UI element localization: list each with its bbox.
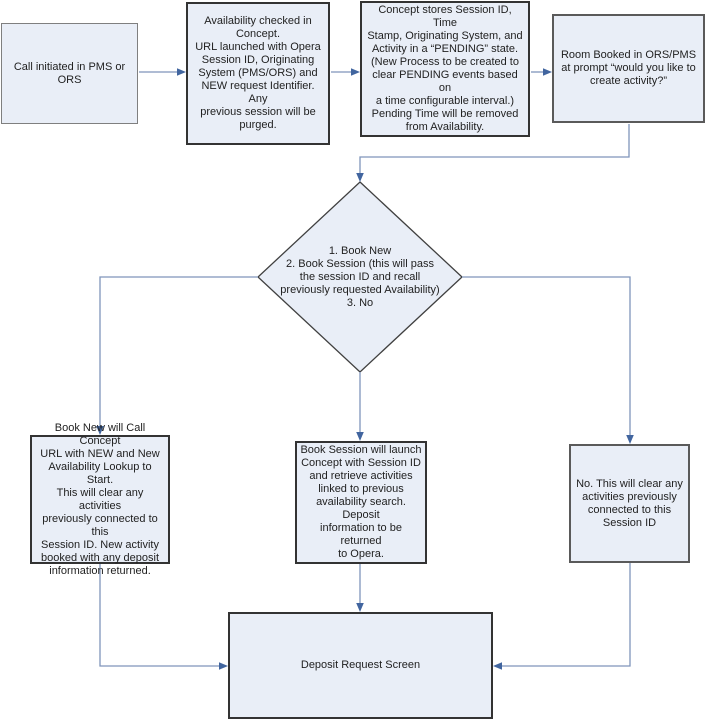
arrowhead-no-to-deposit: [493, 662, 502, 670]
connector-decision-to-book-new: [99, 276, 258, 426]
node-call-initiated: Call initiated in PMS or ORS: [1, 23, 138, 124]
node-availability-check-label: Availability checked in Concept. URL lau…: [195, 15, 321, 131]
arrowhead-concept-to-room: [543, 68, 552, 76]
arrowhead-decision-to-no: [626, 435, 634, 444]
arrowhead-book-session-to-deposit: [356, 603, 364, 612]
node-no-clear-label: No. This will clear any activities previ…: [576, 477, 683, 529]
arrowhead-call-to-availability: [177, 68, 186, 76]
node-deposit-request-label: Deposit Request Screen: [300, 659, 421, 671]
arrowhead-room-to-decision: [356, 173, 364, 182]
arrowhead-decision-to-book-session: [356, 432, 364, 441]
connector-room-to-decision: [359, 124, 630, 173]
arrowhead-availability-to-concept: [351, 68, 360, 76]
arrowhead-book-new-to-deposit: [219, 662, 228, 670]
decision-diamond-shape: [257, 181, 463, 373]
node-availability-check: Availability checked in Concept. URL lau…: [186, 2, 330, 145]
node-room-booked: Room Booked in ORS/PMS at prompt “would …: [552, 14, 705, 123]
node-call-initiated-label: Call initiated in PMS or ORS: [13, 60, 126, 86]
node-no-clear: No. This will clear any activities previ…: [569, 444, 690, 563]
node-concept-stores-label: Concept stores Session ID, Time Stamp, O…: [367, 4, 523, 133]
connector-decision-to-no: [462, 276, 631, 435]
node-book-session-label: Book Session will launch Concept with Se…: [300, 444, 422, 560]
node-concept-stores: Concept stores Session ID, Time Stamp, O…: [360, 1, 530, 137]
node-room-booked-label: Room Booked in ORS/PMS at prompt “would …: [560, 49, 697, 87]
node-book-session: Book Session will launch Concept with Se…: [295, 441, 427, 564]
node-book-new: Book New will Call Concept URL with NEW …: [30, 422, 170, 577]
connector-book-new-to-deposit: [99, 564, 219, 667]
node-book-new-label: Book New will Call Concept URL with NEW …: [40, 421, 160, 577]
arrowhead-decision-to-book-new: [96, 426, 104, 435]
node-deposit-request: Deposit Request Screen: [228, 612, 493, 719]
connector-no-to-deposit: [502, 563, 631, 667]
